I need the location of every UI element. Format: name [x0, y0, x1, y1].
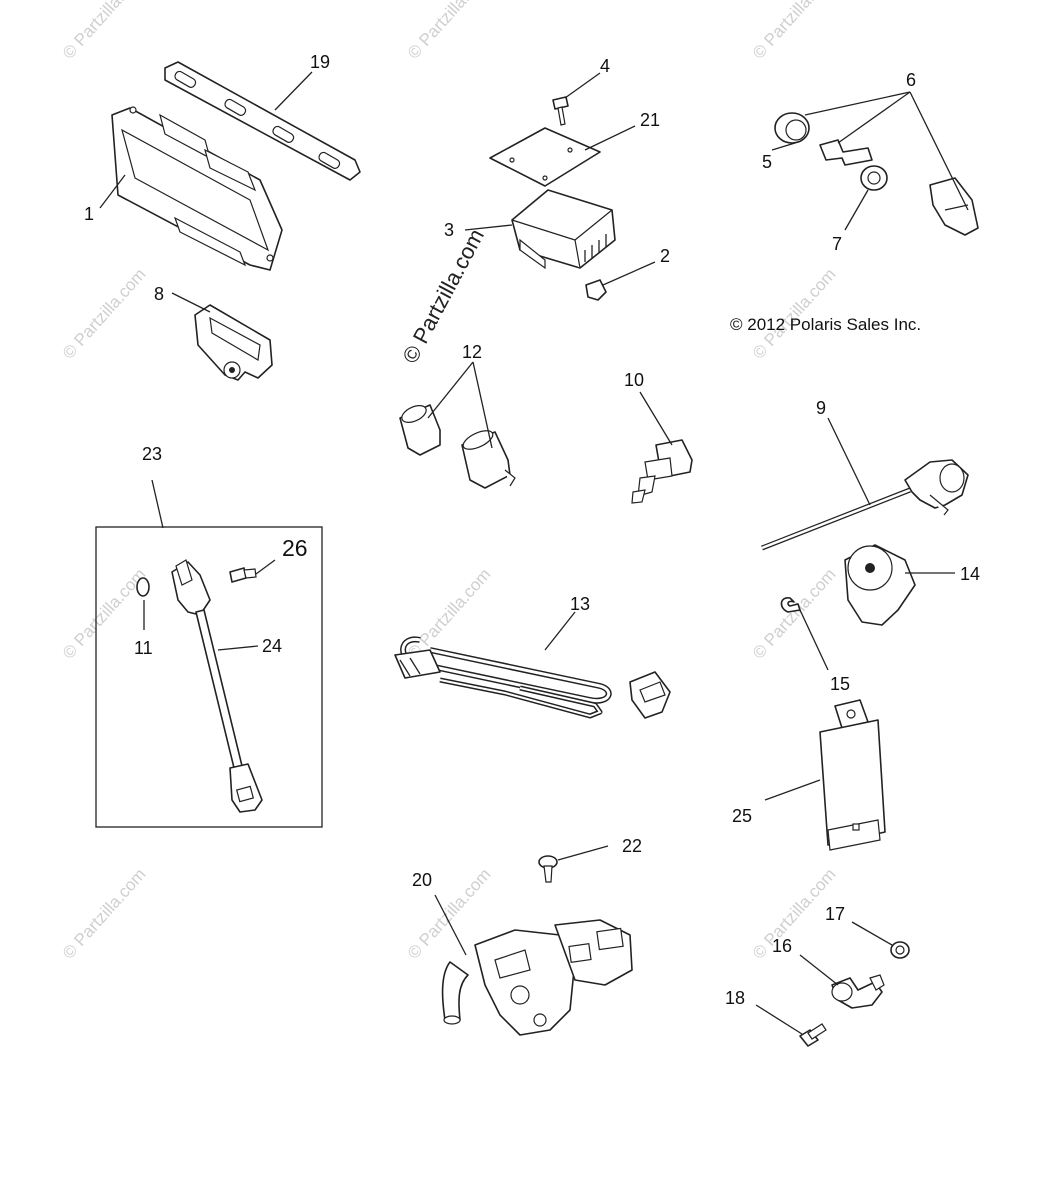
callout-7: 7 [832, 234, 842, 254]
part-24-sensor-lead [171, 559, 263, 813]
part-18-bolt [799, 1023, 827, 1047]
leader-20 [434, 894, 467, 956]
part-19-bracket [164, 61, 361, 181]
leader-10 [639, 391, 673, 446]
part-26-screw [229, 567, 257, 583]
leader-6b [837, 91, 911, 144]
callout-17: 17 [825, 904, 845, 924]
leader-18 [755, 1004, 803, 1035]
callout-16: 16 [772, 936, 792, 956]
part-15-clip [780, 597, 801, 613]
callout-15: 15 [830, 674, 850, 694]
leader-5 [771, 142, 796, 151]
watermark-text: © Partzilla.com [749, 265, 840, 363]
leader-9 [827, 417, 871, 506]
watermark-text: © Partzilla.com [749, 565, 840, 663]
leader-3 [464, 224, 513, 231]
leader-22 [557, 845, 609, 861]
part-5-cap [774, 112, 810, 144]
leader-7 [844, 189, 869, 231]
callout-25: 25 [732, 806, 752, 826]
leader-15 [799, 609, 829, 671]
callout-3: 3 [444, 220, 454, 240]
copyright-notice: © 2012 Polaris Sales Inc. [730, 315, 921, 334]
callout-1: 1 [84, 204, 94, 224]
callout-18: 18 [725, 988, 745, 1008]
leader-26 [255, 559, 276, 575]
part-17-oring [890, 941, 910, 959]
callout-21: 21 [640, 110, 660, 130]
watermark-text: © Partzilla.com [59, 0, 150, 63]
part-10-sensor [631, 439, 693, 504]
leader-4 [564, 72, 601, 99]
callout-6: 6 [906, 70, 916, 90]
part-12-connectors [399, 404, 516, 489]
callout-10: 10 [624, 370, 644, 390]
leader-23 [151, 479, 164, 529]
leader-19 [274, 71, 313, 111]
part-9-sensor [761, 459, 969, 551]
callout-19: 19 [310, 52, 330, 72]
part-4-screw [552, 96, 569, 126]
leader-1 [99, 174, 126, 209]
part-6-terminal [819, 139, 873, 166]
leader-21 [584, 125, 636, 151]
leader-24 [217, 645, 259, 651]
callout-4: 4 [600, 56, 610, 76]
part-11-oring [136, 577, 150, 597]
leader-12b [472, 361, 493, 449]
part-20-valve [441, 919, 633, 1036]
watermark-text: © Partzilla.com [749, 0, 840, 63]
part-21-plate [489, 127, 601, 187]
part-6-switch [929, 177, 979, 236]
leader-8 [171, 292, 211, 313]
part-1-ecu [111, 106, 283, 271]
callout-24: 24 [262, 636, 282, 656]
callout-20: 20 [412, 870, 432, 890]
callout-13: 13 [570, 594, 590, 614]
part-22-screw [538, 855, 558, 883]
leader-25 [764, 779, 821, 801]
part-13-harness [394, 636, 671, 719]
callout-9: 9 [816, 398, 826, 418]
part-16-sensor [831, 974, 885, 1009]
watermark-text: © Partzilla.com [404, 565, 495, 663]
leader-6a [804, 91, 911, 116]
watermark-text: © Partzilla.com [59, 265, 150, 363]
callout-2: 2 [660, 246, 670, 266]
leader-2 [602, 261, 656, 286]
callout-8: 8 [154, 284, 164, 304]
callout-23: 23 [142, 444, 162, 464]
part-8-sensor [194, 304, 273, 381]
callout-22: 22 [622, 836, 642, 856]
callout-11: 11 [134, 638, 153, 658]
part-14-knock-sensor [844, 544, 916, 626]
callout-26: 26 [282, 535, 308, 561]
leader-6c [909, 91, 969, 211]
part-3-module [511, 189, 616, 270]
callout-12: 12 [462, 342, 482, 362]
leader-13 [544, 611, 576, 651]
part-25-module [819, 699, 886, 851]
leader-17 [851, 921, 893, 946]
watermark-text: © Partzilla.com [59, 865, 150, 963]
leader-12a [427, 361, 474, 419]
callout-14: 14 [960, 564, 980, 584]
callout-5: 5 [762, 152, 772, 172]
watermark-text: © Partzilla.com [404, 0, 495, 63]
leader-16 [799, 954, 839, 986]
part-2-grommet [585, 279, 607, 301]
kit-box [95, 526, 323, 828]
part-7-washer [860, 165, 888, 191]
